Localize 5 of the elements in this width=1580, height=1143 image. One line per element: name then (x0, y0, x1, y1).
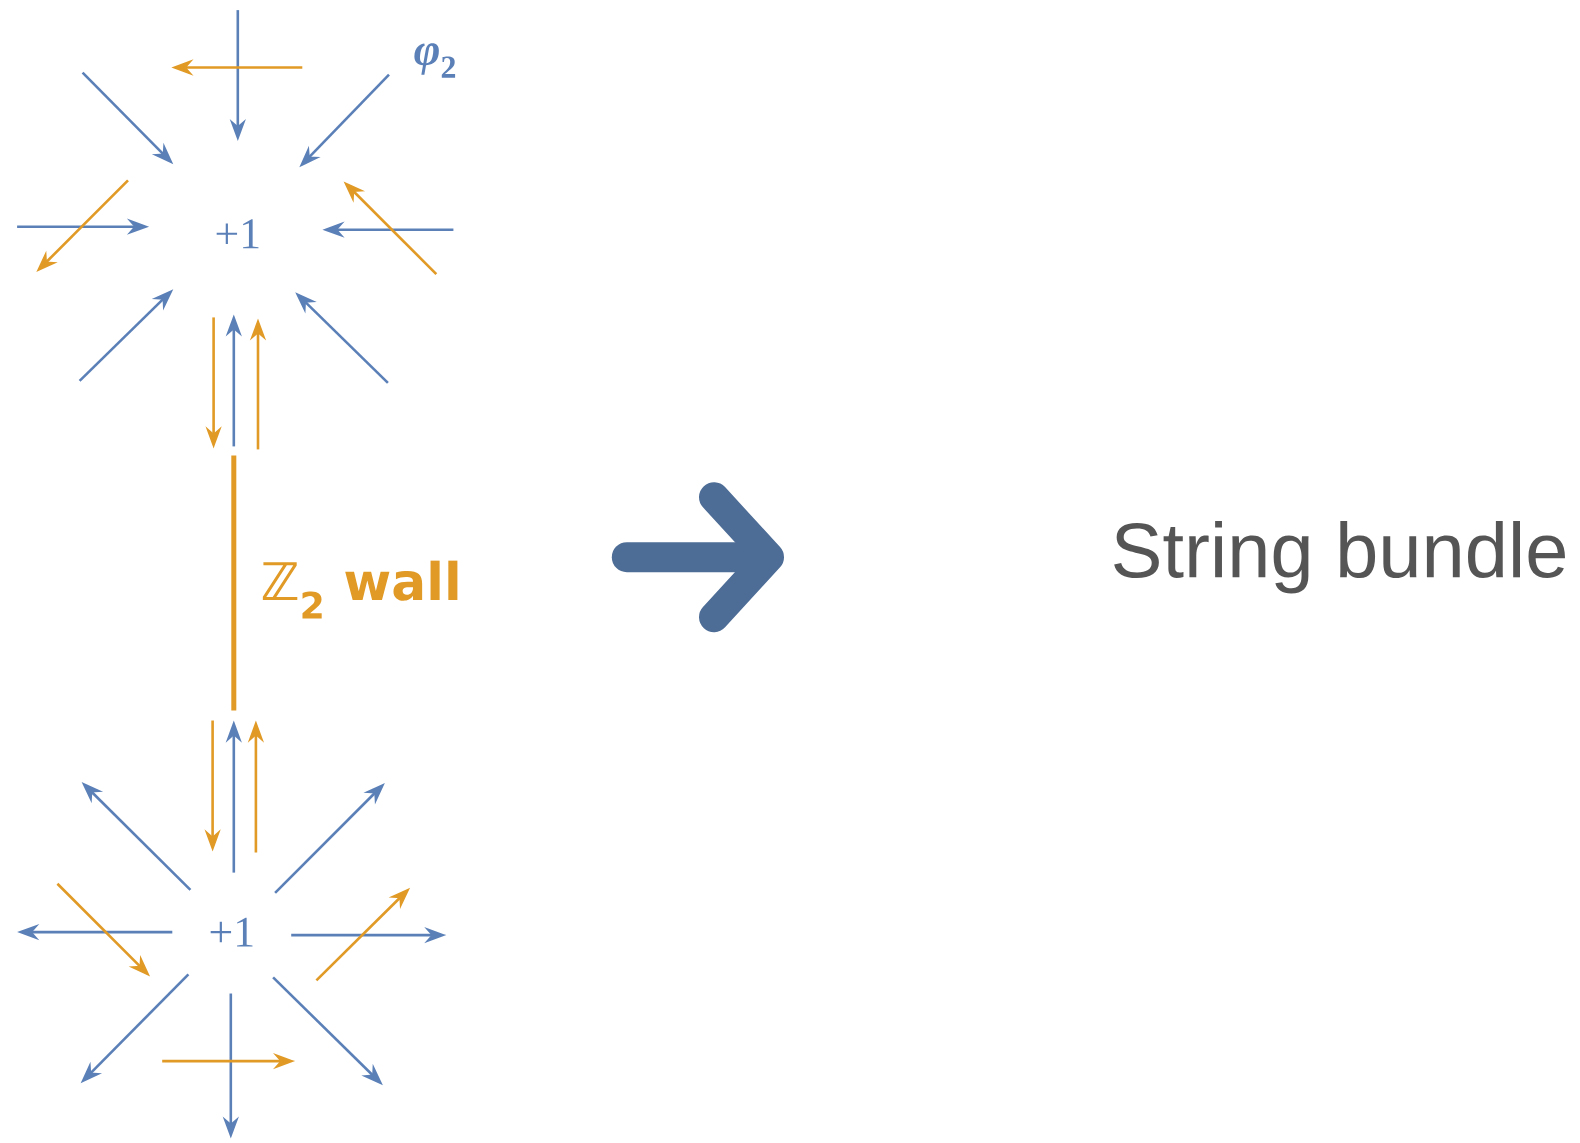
charge-label: +1 (216, 219, 259, 249)
result-text: String bundle (1114, 521, 1565, 594)
charge-label: +1 (210, 917, 253, 947)
wall-label: ℤ$_{2}$ wall (262, 560, 458, 619)
field-label: φ$_{2}$ (414, 43, 456, 78)
